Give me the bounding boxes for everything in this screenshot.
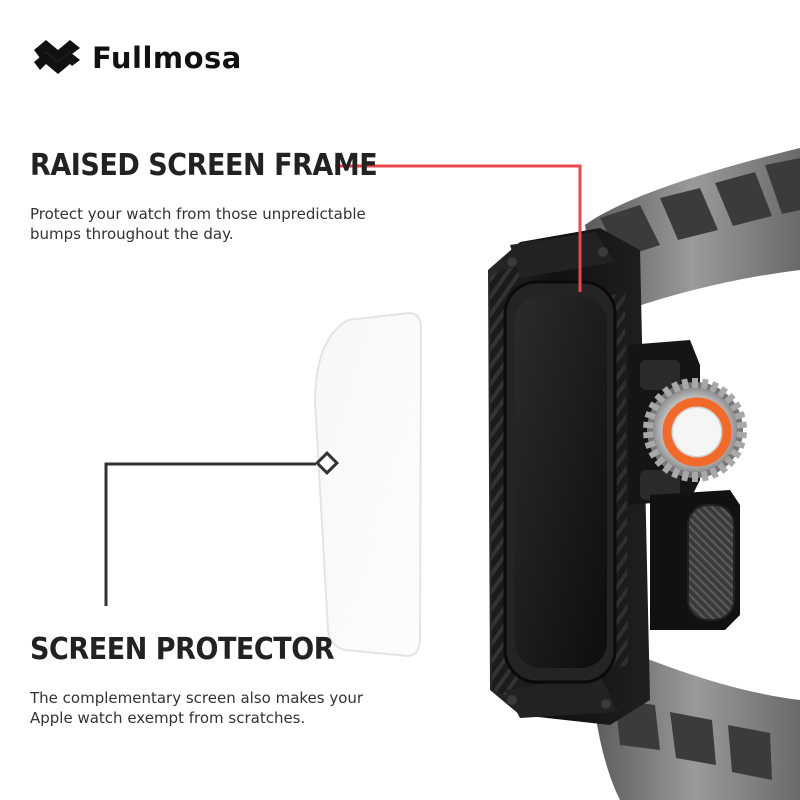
wave-stripes-logo-icon — [34, 40, 80, 74]
raised-frame-description: Protect your watch from those unpredicta… — [30, 205, 366, 243]
side-button — [650, 490, 740, 630]
screen-protector-title: SCREEN PROTECTOR — [30, 632, 335, 667]
screen-protector-film — [313, 311, 423, 658]
brand-name: Fullmosa — [92, 41, 242, 75]
raised-screen-frame — [503, 280, 617, 684]
callout-line-raised-frame — [335, 164, 582, 292]
watch-band-bottom — [590, 640, 800, 800]
callout-diamond-marker — [314, 450, 340, 476]
brand-header: Fullmosa — [32, 30, 242, 86]
raised-frame-title: RAISED SCREEN FRAME — [30, 148, 378, 183]
callout-line-screen-protector — [104, 450, 340, 606]
screen-protector-description: The complementary screen also makes your… — [30, 689, 364, 727]
digital-crown — [642, 378, 748, 482]
